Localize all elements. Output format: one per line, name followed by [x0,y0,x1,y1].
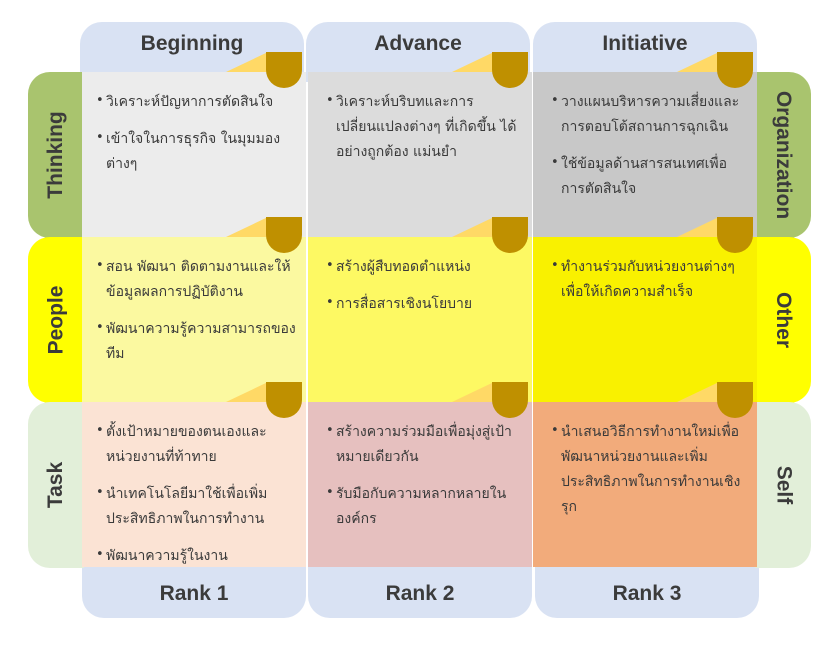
matrix-cell: ทำงานร่วมกับหน่วยงานต่างๆ เพื่อให้เกิดคว… [533,217,757,402]
list-item: พัฒนาความรู้ในงาน [96,542,298,569]
list-item: นำเสนอวิธีการทำงานใหม่เพื่อพัฒนาหน่วยงาน… [551,418,749,520]
column-label: Advance [374,32,462,55]
rank-label: Rank 2 [385,582,455,605]
column-label: Initiative [602,32,688,55]
rank-label: Rank 1 [159,582,229,605]
row-label-people: People [28,237,84,403]
list-item: นำเทคโนโลยีมาใช้เพื่อเพิ่มประสิทธิภาพในก… [96,480,298,532]
list-item: ใช้ข้อมูลด้านสารสนเทศเพื่อการตัดสินใจ [551,150,749,202]
right-label-self: Self [755,402,811,568]
page-fold-icon [677,382,753,418]
rank-1-footer: Rank 1 [82,560,306,618]
list-item: สร้างผู้สืบทอดตำแหน่ง [326,253,524,280]
matrix-cell: สร้างความร่วมมือเพื่อมุ่งสู่เป้าหมายเดีย… [308,382,532,567]
list-item: เข้าใจในการธุรกิจ ในมุมมองต่างๆ [96,125,298,177]
bullet-list: ทำงานร่วมกับหน่วยงานต่างๆ เพื่อให้เกิดคว… [551,253,749,305]
bullet-list: สร้างความร่วมมือเพื่อมุ่งสู่เป้าหมายเดีย… [326,418,524,532]
list-item: รับมือกับความหลากหลายในองค์กร [326,480,524,532]
row-label-task: Task [28,402,84,568]
list-item: พัฒนาความรู้ความสามารถของทีม [96,315,298,367]
rank-3-footer: Rank 3 [535,560,759,618]
page-fold-icon [226,382,302,418]
page-fold-icon [452,52,528,88]
matrix-cell: วิเคราะห์บริบทและการเปลี่ยนแปลงต่างๆ ที่… [308,52,532,237]
row-label-thinking: Thinking [28,72,84,238]
right-label-text: Self [771,465,795,505]
page-fold-icon [452,382,528,418]
matrix-cell: นำเสนอวิธีการทำงานใหม่เพื่อพัฒนาหน่วยงาน… [533,382,757,567]
list-item: สอน พัฒนา ติดตามงานและให้ข้อมูลผลการปฏิบ… [96,253,298,305]
matrix-cell: วิเคราะห์ปัญหาการตัดสินใจเข้าใจในการธุรก… [82,52,306,237]
list-item: วางแผนบริหารความเสี่ยงและการตอบโต้สถานกา… [551,88,749,140]
bullet-list: วิเคราะห์บริบทและการเปลี่ยนแปลงต่างๆ ที่… [326,88,524,165]
bullet-list: วางแผนบริหารความเสี่ยงและการตอบโต้สถานกา… [551,88,749,202]
bullet-list: สร้างผู้สืบทอดตำแหน่งการสื่อสารเชิงนโยบา… [326,253,524,317]
page-fold-icon [226,52,302,88]
list-item: สร้างความร่วมมือเพื่อมุ่งสู่เป้าหมายเดีย… [326,418,524,470]
bullet-list: ตั้งเป้าหมายของตนเองและหน่วยงานที่ท้าทาย… [96,418,298,569]
right-label-organization: Organization [755,72,811,238]
list-item: ตั้งเป้าหมายของตนเองและหน่วยงานที่ท้าทาย [96,418,298,470]
page-fold-icon [677,52,753,88]
matrix-cell: วางแผนบริหารความเสี่ยงและการตอบโต้สถานกา… [533,52,757,237]
page-fold-icon [452,217,528,253]
list-item: ทำงานร่วมกับหน่วยงานต่างๆ เพื่อให้เกิดคว… [551,253,749,305]
matrix-cell: สร้างผู้สืบทอดตำแหน่งการสื่อสารเชิงนโยบา… [308,217,532,402]
list-item: การสื่อสารเชิงนโยบาย [326,290,524,317]
right-label-text: Organization [772,90,795,220]
rank-2-footer: Rank 2 [308,560,532,618]
matrix-cell: สอน พัฒนา ติดตามงานและให้ข้อมูลผลการปฏิบ… [82,217,306,402]
bullet-list: นำเสนอวิธีการทำงานใหม่เพื่อพัฒนาหน่วยงาน… [551,418,749,520]
page-fold-icon [677,217,753,253]
bullet-list: สอน พัฒนา ติดตามงานและให้ข้อมูลผลการปฏิบ… [96,253,298,367]
row-label-text: Task [44,461,67,509]
row-label-text: People [44,285,68,355]
list-item: วิเคราะห์บริบทและการเปลี่ยนแปลงต่างๆ ที่… [326,88,524,165]
page-fold-icon [226,217,302,253]
row-label-text: Thinking [44,111,67,199]
bullet-list: วิเคราะห์ปัญหาการตัดสินใจเข้าใจในการธุรก… [96,88,298,177]
matrix-cell: ตั้งเป้าหมายของตนเองและหน่วยงานที่ท้าทาย… [82,382,306,569]
column-label: Beginning [140,32,244,55]
right-label-text: Other [772,291,796,349]
rank-label: Rank 3 [612,582,682,605]
right-label-other: Other [755,237,811,403]
list-item: วิเคราะห์ปัญหาการตัดสินใจ [96,88,298,115]
